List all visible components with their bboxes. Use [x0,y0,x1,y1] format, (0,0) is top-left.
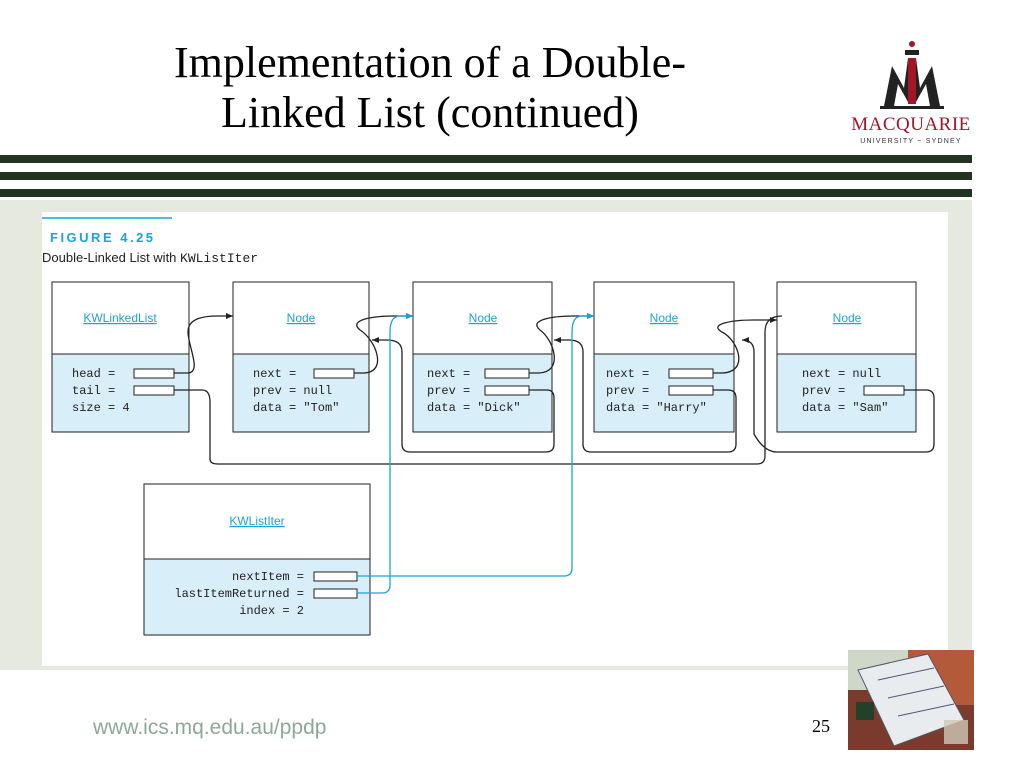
slide-title: Implementation of a Double- Linked List … [100,38,760,138]
node-title: Node [469,311,498,325]
title-line-1: Implementation of a Double- [174,38,686,87]
logo-emblem-icon [880,41,944,109]
iterator-pointer-arrow [357,313,594,577]
node-field-data: data = "Tom" [253,401,339,415]
pointer-arrow [554,337,737,453]
pointer-arrow [529,313,594,374]
footer-url: www.ics.mq.edu.au/ppdp [93,716,327,739]
header-stripe [0,155,972,163]
kwlistiter-title: KWListIter [229,514,284,528]
kwlinkedlist-box: KWLinkedList head = tail = size = 4 [51,281,190,433]
iter-field-index: index = 2 [239,604,304,618]
title-line-2: Linked List (continued) [221,88,639,137]
kwlinkedlist-title: KWLinkedList [83,311,157,325]
list-field-head: head = [72,367,115,381]
node-dick: Node next = prev = data = "Dick" [412,281,553,433]
node-sam: Node next = null prev = data = "Sam" [776,281,917,433]
linked-list-diagram: FIGURE 4.25 Double-Linked List with KWLi… [42,217,935,636]
caption-code: KWListIter [180,251,258,266]
corner-collage-icon [848,650,974,750]
node-harry: Node next = prev = data = "Harry" [593,281,735,433]
node-field-prev: prev = null [253,384,332,398]
node-field-prev: prev = [802,384,845,398]
pointer-arrow [174,313,233,374]
kwlistiter-box: KWListIter nextItem = lastItemReturned =… [143,483,371,636]
figure-label: FIGURE 4.25 [50,230,156,245]
logo-subtitle: UNIVERSITY ~ SYDNEY [860,138,962,145]
node-title: Node [833,311,862,325]
figure-panel: FIGURE 4.25 Double-Linked List with KWLi… [42,212,948,666]
figure-caption: Double-Linked List with KWListIter [42,250,258,266]
list-field-size: size = 4 [72,401,130,415]
node-tom: Node next = prev = null data = "Tom" [232,281,370,433]
macquarie-logo: MACQUARIE UNIVERSITY ~ SYDNEY [846,36,976,156]
iter-field-nextitem: nextItem = [232,570,304,584]
node-field-next: next = [427,367,470,381]
pointer-arrow [713,317,777,374]
list-field-tail: tail = [72,384,115,398]
iter-field-lastitemreturned: lastItemReturned = [174,587,304,601]
node-field-next: next = null [802,367,881,381]
page-number: 25 [812,716,830,736]
pointer-arrow [741,337,935,453]
node-field-data: data = "Dick" [427,401,521,415]
node-field-next: next = [606,367,649,381]
node-title: Node [650,311,679,325]
node-field-prev: prev = [606,384,649,398]
pointer-line [174,315,783,465]
corner-decoration [848,650,974,750]
node-field-data: data = "Harry" [606,401,707,415]
pointer-arrow [354,313,413,374]
header-stripe [0,172,972,180]
node-field-data: data = "Sam" [802,401,888,415]
node-field-prev: prev = [427,384,470,398]
header-stripe [0,189,972,197]
logo-name: MACQUARIE [851,114,971,135]
iterator-pointer-arrow [357,313,413,594]
node-field-next: next = [253,367,296,381]
caption-prefix: Double-Linked List with [42,250,180,265]
node-title: Node [287,311,316,325]
pointer-arrow [372,337,555,453]
